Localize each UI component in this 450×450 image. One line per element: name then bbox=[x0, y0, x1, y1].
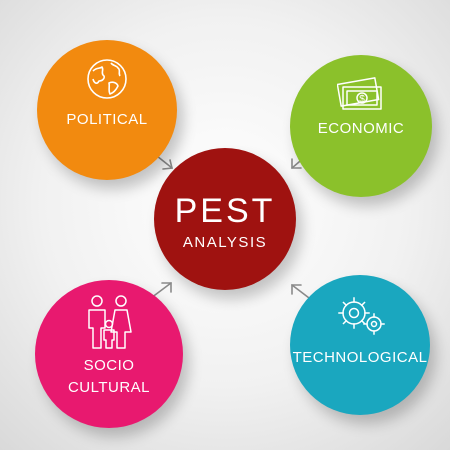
gears-icon bbox=[338, 297, 385, 335]
cultural-label: CULTURAL bbox=[67, 379, 151, 396]
globe-icon bbox=[87, 59, 127, 99]
socio-label: SOCIO bbox=[83, 357, 135, 374]
svg-text:$: $ bbox=[359, 94, 365, 105]
technological-circle: TECHNOLOGICAL bbox=[290, 275, 430, 415]
center-subtitle: ANALYSIS bbox=[182, 234, 268, 251]
money-icon: $ bbox=[337, 77, 382, 110]
technological-label: TECHNOLOGICAL bbox=[292, 349, 428, 366]
political-label: POLITICAL bbox=[66, 111, 148, 128]
socio-cultural-circle: SOCIO CULTURAL bbox=[35, 280, 183, 428]
people-icon bbox=[88, 295, 132, 349]
center-title: PEST bbox=[174, 192, 276, 230]
political-circle: POLITICAL bbox=[37, 40, 177, 180]
center-circle: PEST ANALYSIS bbox=[154, 148, 296, 290]
economic-label: ECONOMIC bbox=[317, 120, 405, 137]
economic-circle: $ ECONOMIC bbox=[290, 55, 432, 197]
